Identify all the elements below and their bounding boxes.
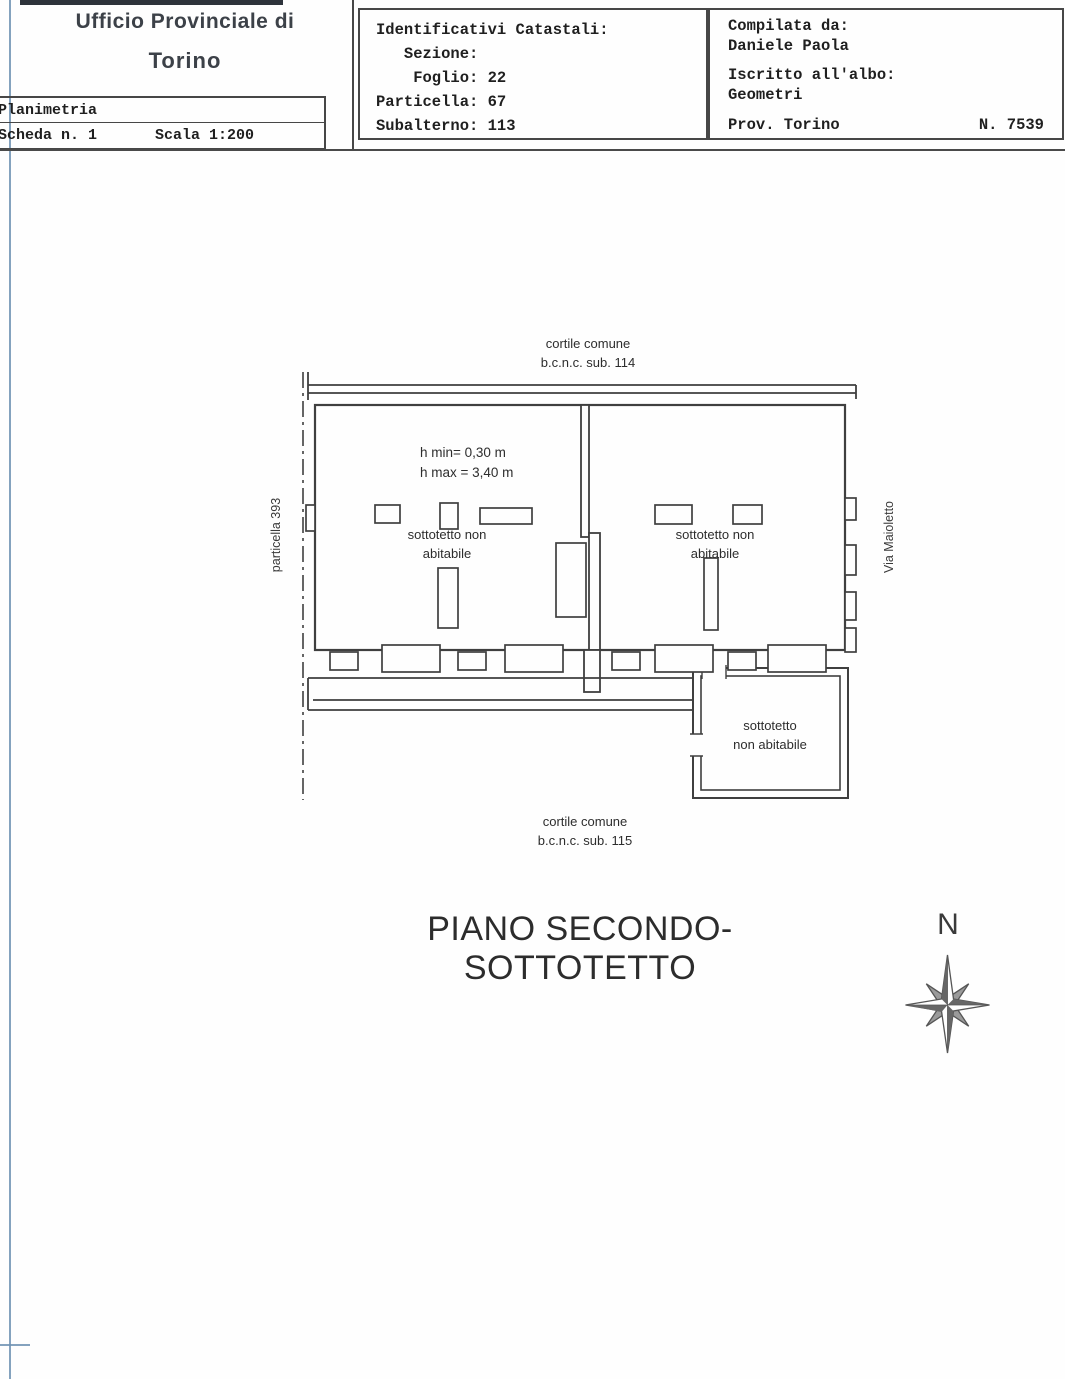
attic-right-label: sottotetto non abitabile — [645, 525, 785, 563]
left-margin-line — [9, 0, 11, 1379]
albo-label: Iscritto all'albo: — [728, 66, 896, 84]
doc-type-label: Planimetria — [0, 98, 324, 123]
attic-left-line2: abitabile — [422, 546, 472, 561]
cadastral-particella: Particella: 67 — [376, 93, 507, 111]
cadastral-subalterno: Subalterno: 113 — [376, 117, 516, 135]
sheet-row: Scheda n. 1 Scala 1:200 — [0, 123, 324, 148]
courtyard-bottom-label: cortile comune b.c.n.c. sub. 115 — [465, 812, 705, 850]
cadastral-identifiers-box: Identificativi Catastali: Sezione: Fogli… — [358, 8, 708, 140]
top-wall — [307, 372, 857, 400]
courtyard-top-line2: b.c.n.c. sub. 114 — [540, 355, 636, 370]
cadastral-foglio: Foglio: 22 — [376, 69, 507, 87]
wall-pilasters — [305, 497, 857, 653]
attic-small-line1: sottotetto — [743, 718, 797, 733]
sheet-number: Scheda n. 1 — [0, 127, 98, 144]
attic-left-label: sottotetto non abitabile — [377, 525, 517, 563]
attic-left-line1: sottotetto non — [407, 527, 487, 542]
author-box: Compilata da: Daniele Paola Iscritto all… — [708, 8, 1064, 140]
compass-rose-icon — [905, 954, 990, 1054]
planimetria-box: Planimetria Scheda n. 1 Scala 1:200 — [0, 96, 326, 150]
cadastral-sezione: Sezione: — [376, 45, 479, 63]
floor-title: PIANO SECONDO-SOTTOTETTO — [427, 910, 733, 987]
left-margin-tick — [0, 1344, 30, 1346]
scale-value: Scala 1:200 — [155, 127, 255, 144]
albo-value: Geometri — [728, 86, 803, 104]
courtyard-top-label: cortile comune b.c.n.c. sub. 114 — [468, 334, 708, 372]
header-bottom-rule — [0, 149, 1065, 151]
province-label: Prov. Torino — [728, 116, 840, 134]
header-divider-line — [352, 0, 354, 150]
height-max: h max = 3,40 m — [420, 465, 514, 480]
courtyard-bottom-line2: b.c.n.c. sub. 115 — [537, 833, 633, 848]
compass-north-label: N — [937, 908, 959, 941]
height-note: h min= 0,30 m h max = 3,40 m — [420, 443, 570, 483]
chimney-flues — [374, 502, 763, 631]
roof-dormers — [329, 644, 827, 673]
clipped-top-border — [20, 0, 283, 5]
register-number: N. 7539 — [978, 116, 1044, 134]
terrace-strip — [307, 677, 693, 711]
attic-small-label: sottotetto non abitabile — [700, 716, 840, 754]
attic-right-line1: sottotetto non — [675, 527, 755, 542]
cadastral-title: Identificativi Catastali: — [376, 21, 609, 39]
office-header: Ufficio Provinciale di Torino — [30, 10, 340, 74]
courtyard-top-line1: cortile comune — [545, 336, 631, 351]
floor-plan-drawing — [302, 372, 857, 800]
height-min: h min= 0,30 m — [420, 445, 506, 460]
office-name-line2: Torino — [148, 48, 222, 73]
attic-right-line2: abitabile — [690, 546, 740, 561]
partition-wall — [580, 404, 601, 693]
courtyard-bottom-line1: cortile comune — [542, 814, 628, 829]
compiled-by-name: Daniele Paola — [728, 37, 849, 55]
office-name-line1: Ufficio Provinciale di — [75, 10, 295, 33]
street-right-label: Via Maioletto — [882, 500, 896, 574]
attic-small-line2: non abitabile — [733, 737, 807, 752]
parcel-left-label: particella 393 — [269, 497, 283, 573]
compiled-by-label: Compilata da: — [728, 17, 849, 35]
